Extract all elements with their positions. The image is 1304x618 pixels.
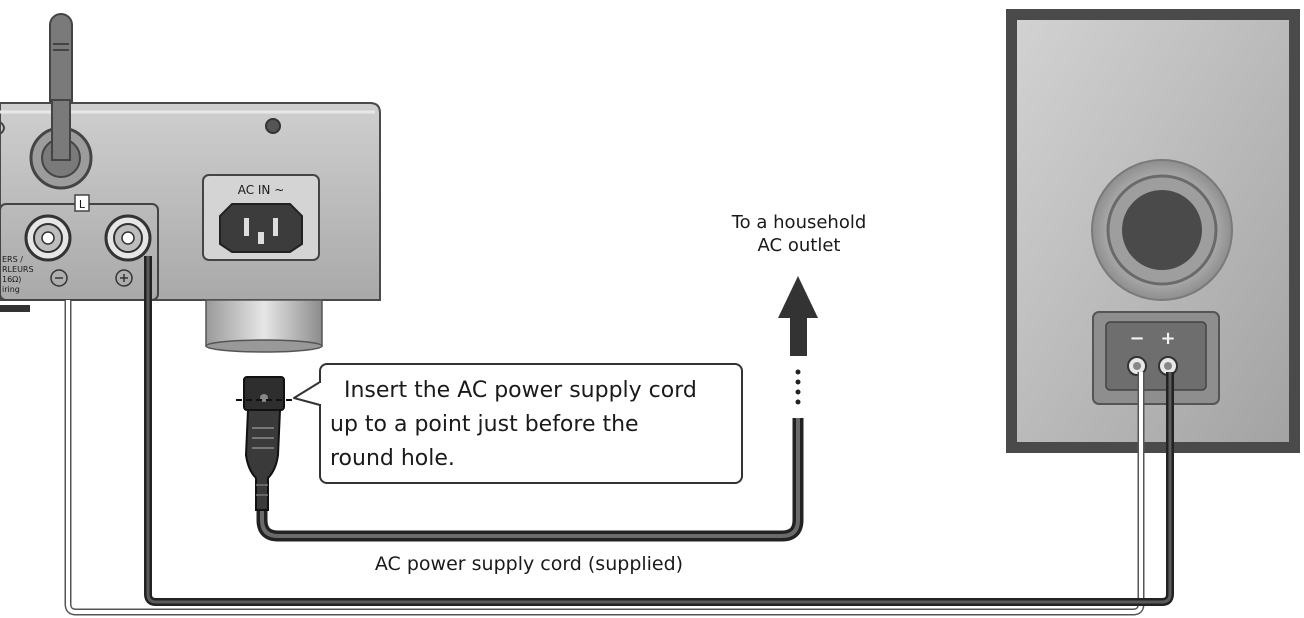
ac-inlet: AC IN ~ bbox=[202, 174, 320, 261]
screw bbox=[265, 118, 281, 134]
cord-caption: AC power supply cord (supplied) bbox=[375, 553, 683, 575]
ac-plug bbox=[236, 376, 296, 511]
outlet-label-line1: To a household bbox=[731, 212, 867, 233]
ac-in-label: AC IN ~ bbox=[238, 183, 285, 197]
amplifier-foot bbox=[205, 299, 323, 353]
amp-terminal-text-3: 16Ω) bbox=[2, 275, 21, 284]
speaker-unit: − + bbox=[1006, 9, 1300, 453]
ac-power-cord bbox=[236, 276, 818, 542]
up-arrow-icon bbox=[778, 276, 818, 356]
channel-label: L bbox=[79, 198, 86, 211]
instruction-callout: Insert the AC power supply cord up to a … bbox=[293, 363, 743, 484]
speaker-plus-label: + bbox=[1160, 328, 1175, 349]
amplifier-speaker-terminals: L ERS / RLEURS 16Ω) iring bbox=[0, 194, 159, 301]
speaker-minus-label: − bbox=[1129, 328, 1144, 349]
amp-terminal-text-1: ERS / bbox=[2, 255, 23, 264]
cord-break-dots bbox=[795, 369, 801, 405]
outlet-label-line2: AC outlet bbox=[758, 235, 841, 256]
amplifier-unit: AC IN ~ L ERS / RLE bbox=[0, 13, 381, 353]
speaker-cables bbox=[64, 256, 1174, 616]
callout-line-1: Insert the AC power supply cord bbox=[344, 378, 697, 403]
amp-terminal-text-4: iring bbox=[2, 285, 20, 294]
speaker-terminal-plate: − + bbox=[1092, 311, 1220, 405]
callout-line-3: round hole. bbox=[330, 446, 455, 471]
amp-terminal-text-2: RLEURS bbox=[2, 265, 34, 274]
speaker-woofer bbox=[1091, 159, 1233, 301]
callout-line-2: up to a point just before the bbox=[330, 412, 639, 437]
